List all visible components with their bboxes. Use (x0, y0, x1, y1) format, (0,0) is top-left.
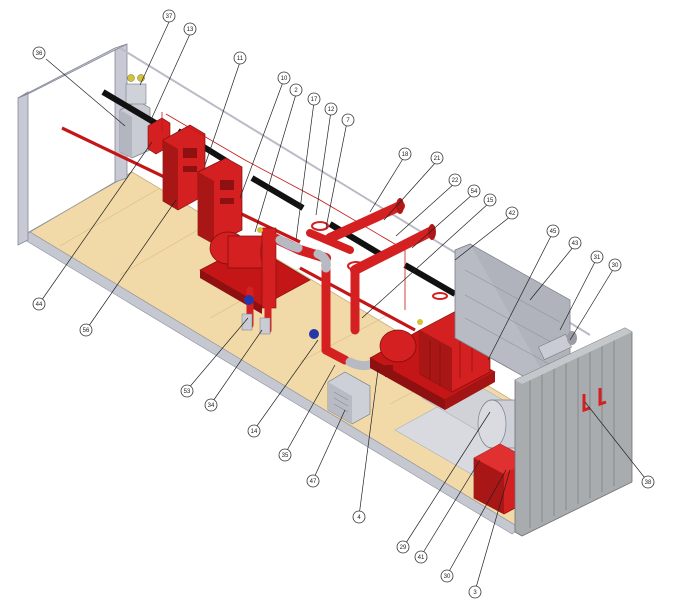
callout: 17 (307, 92, 321, 106)
callout-label: 22 (452, 178, 459, 184)
callout: 31 (590, 250, 604, 264)
callout: 53 (180, 384, 194, 398)
callout-label: 4 (357, 515, 361, 521)
callout-label: 47 (310, 479, 317, 485)
flange-mid (428, 224, 436, 240)
callout-label: 54 (471, 189, 478, 195)
callout: 2 (289, 83, 303, 97)
blue-valve-2 (309, 329, 319, 339)
valve-wheel-2 (347, 261, 365, 271)
callout: 30 (440, 569, 454, 583)
callout: 44 (32, 297, 46, 311)
callout: 14 (247, 424, 261, 438)
callout: 36 (32, 46, 46, 60)
door-hooks (582, 388, 607, 413)
callout: 22 (448, 173, 462, 187)
callout: 10 (277, 71, 291, 85)
callout: 15 (483, 193, 497, 207)
valve-wheel-3 (432, 292, 448, 300)
callout: 42 (505, 206, 519, 220)
callout-label: 36 (36, 51, 43, 57)
callout: 3 (468, 585, 482, 599)
callout-label: 34 (208, 403, 215, 409)
callout-label: 14 (251, 429, 258, 435)
callout: 37 (162, 9, 176, 23)
control-panel-1 (162, 124, 206, 211)
callout: 30 (608, 258, 622, 272)
flange-top (396, 198, 404, 214)
red-wiring (165, 113, 406, 310)
callout-label: 11 (237, 56, 244, 62)
yellow-valve-2 (417, 319, 423, 325)
callout-label: 35 (282, 453, 289, 459)
callout: 13 (183, 22, 197, 36)
callout-label: 38 (645, 480, 652, 486)
leader-lines (38, 21, 649, 592)
callout: 54 (467, 184, 481, 198)
callout-label: 3 (473, 590, 477, 596)
callout-label: 31 (594, 255, 601, 261)
callout-label: 29 (400, 545, 407, 551)
callout: 41 (414, 550, 428, 564)
callout-label: 56 (83, 328, 90, 334)
callout: 21 (430, 151, 444, 165)
callout-label: 37 (166, 14, 173, 20)
blue-valve-1 (244, 295, 254, 305)
callout: 38 (641, 475, 655, 489)
yellow-valve-1 (257, 227, 263, 233)
callout-label: 41 (418, 555, 425, 561)
callout-label: 17 (311, 97, 318, 103)
callout: 7 (341, 113, 355, 127)
callout-label: 7 (346, 118, 350, 124)
gauge-box (125, 74, 147, 105)
callout-label: 2 (294, 88, 298, 94)
callout-label: 45 (550, 229, 557, 235)
callout-label: 44 (36, 302, 43, 308)
electric-pump-assembly (199, 227, 311, 314)
callout: 12 (324, 102, 338, 116)
callout-label: 18 (402, 152, 409, 158)
pipe-stands (241, 313, 271, 335)
callout-label: 12 (328, 107, 335, 113)
callout: 11 (233, 51, 247, 65)
container-right-door (514, 327, 633, 537)
callout-label: 30 (612, 263, 619, 269)
callouts: 37 13 36 11 10 2 17 12 7 18 21 22 54 15 … (32, 9, 655, 599)
callout: 18 (398, 147, 412, 161)
callout-label: 30 (444, 574, 451, 580)
callout-label: 43 (572, 241, 579, 247)
callout: 35 (278, 448, 292, 462)
flow-meter-box (327, 371, 371, 425)
callout-label: 21 (434, 156, 441, 162)
callout: 34 (204, 398, 218, 412)
callout: 45 (546, 224, 560, 238)
callout-label: 42 (509, 211, 516, 217)
callout: 47 (306, 474, 320, 488)
callout-label: 13 (187, 27, 194, 33)
callout: 4 (352, 510, 366, 524)
callout-label: 15 (487, 198, 494, 204)
callout: 29 (396, 540, 410, 554)
control-panel-2 (197, 157, 243, 245)
callout-label: 53 (184, 389, 191, 395)
callout: 56 (79, 323, 93, 337)
valve-wheel-1 (311, 221, 329, 231)
callout-label: 10 (281, 76, 288, 82)
exhaust-pipe (538, 331, 577, 361)
callout: 43 (568, 236, 582, 250)
